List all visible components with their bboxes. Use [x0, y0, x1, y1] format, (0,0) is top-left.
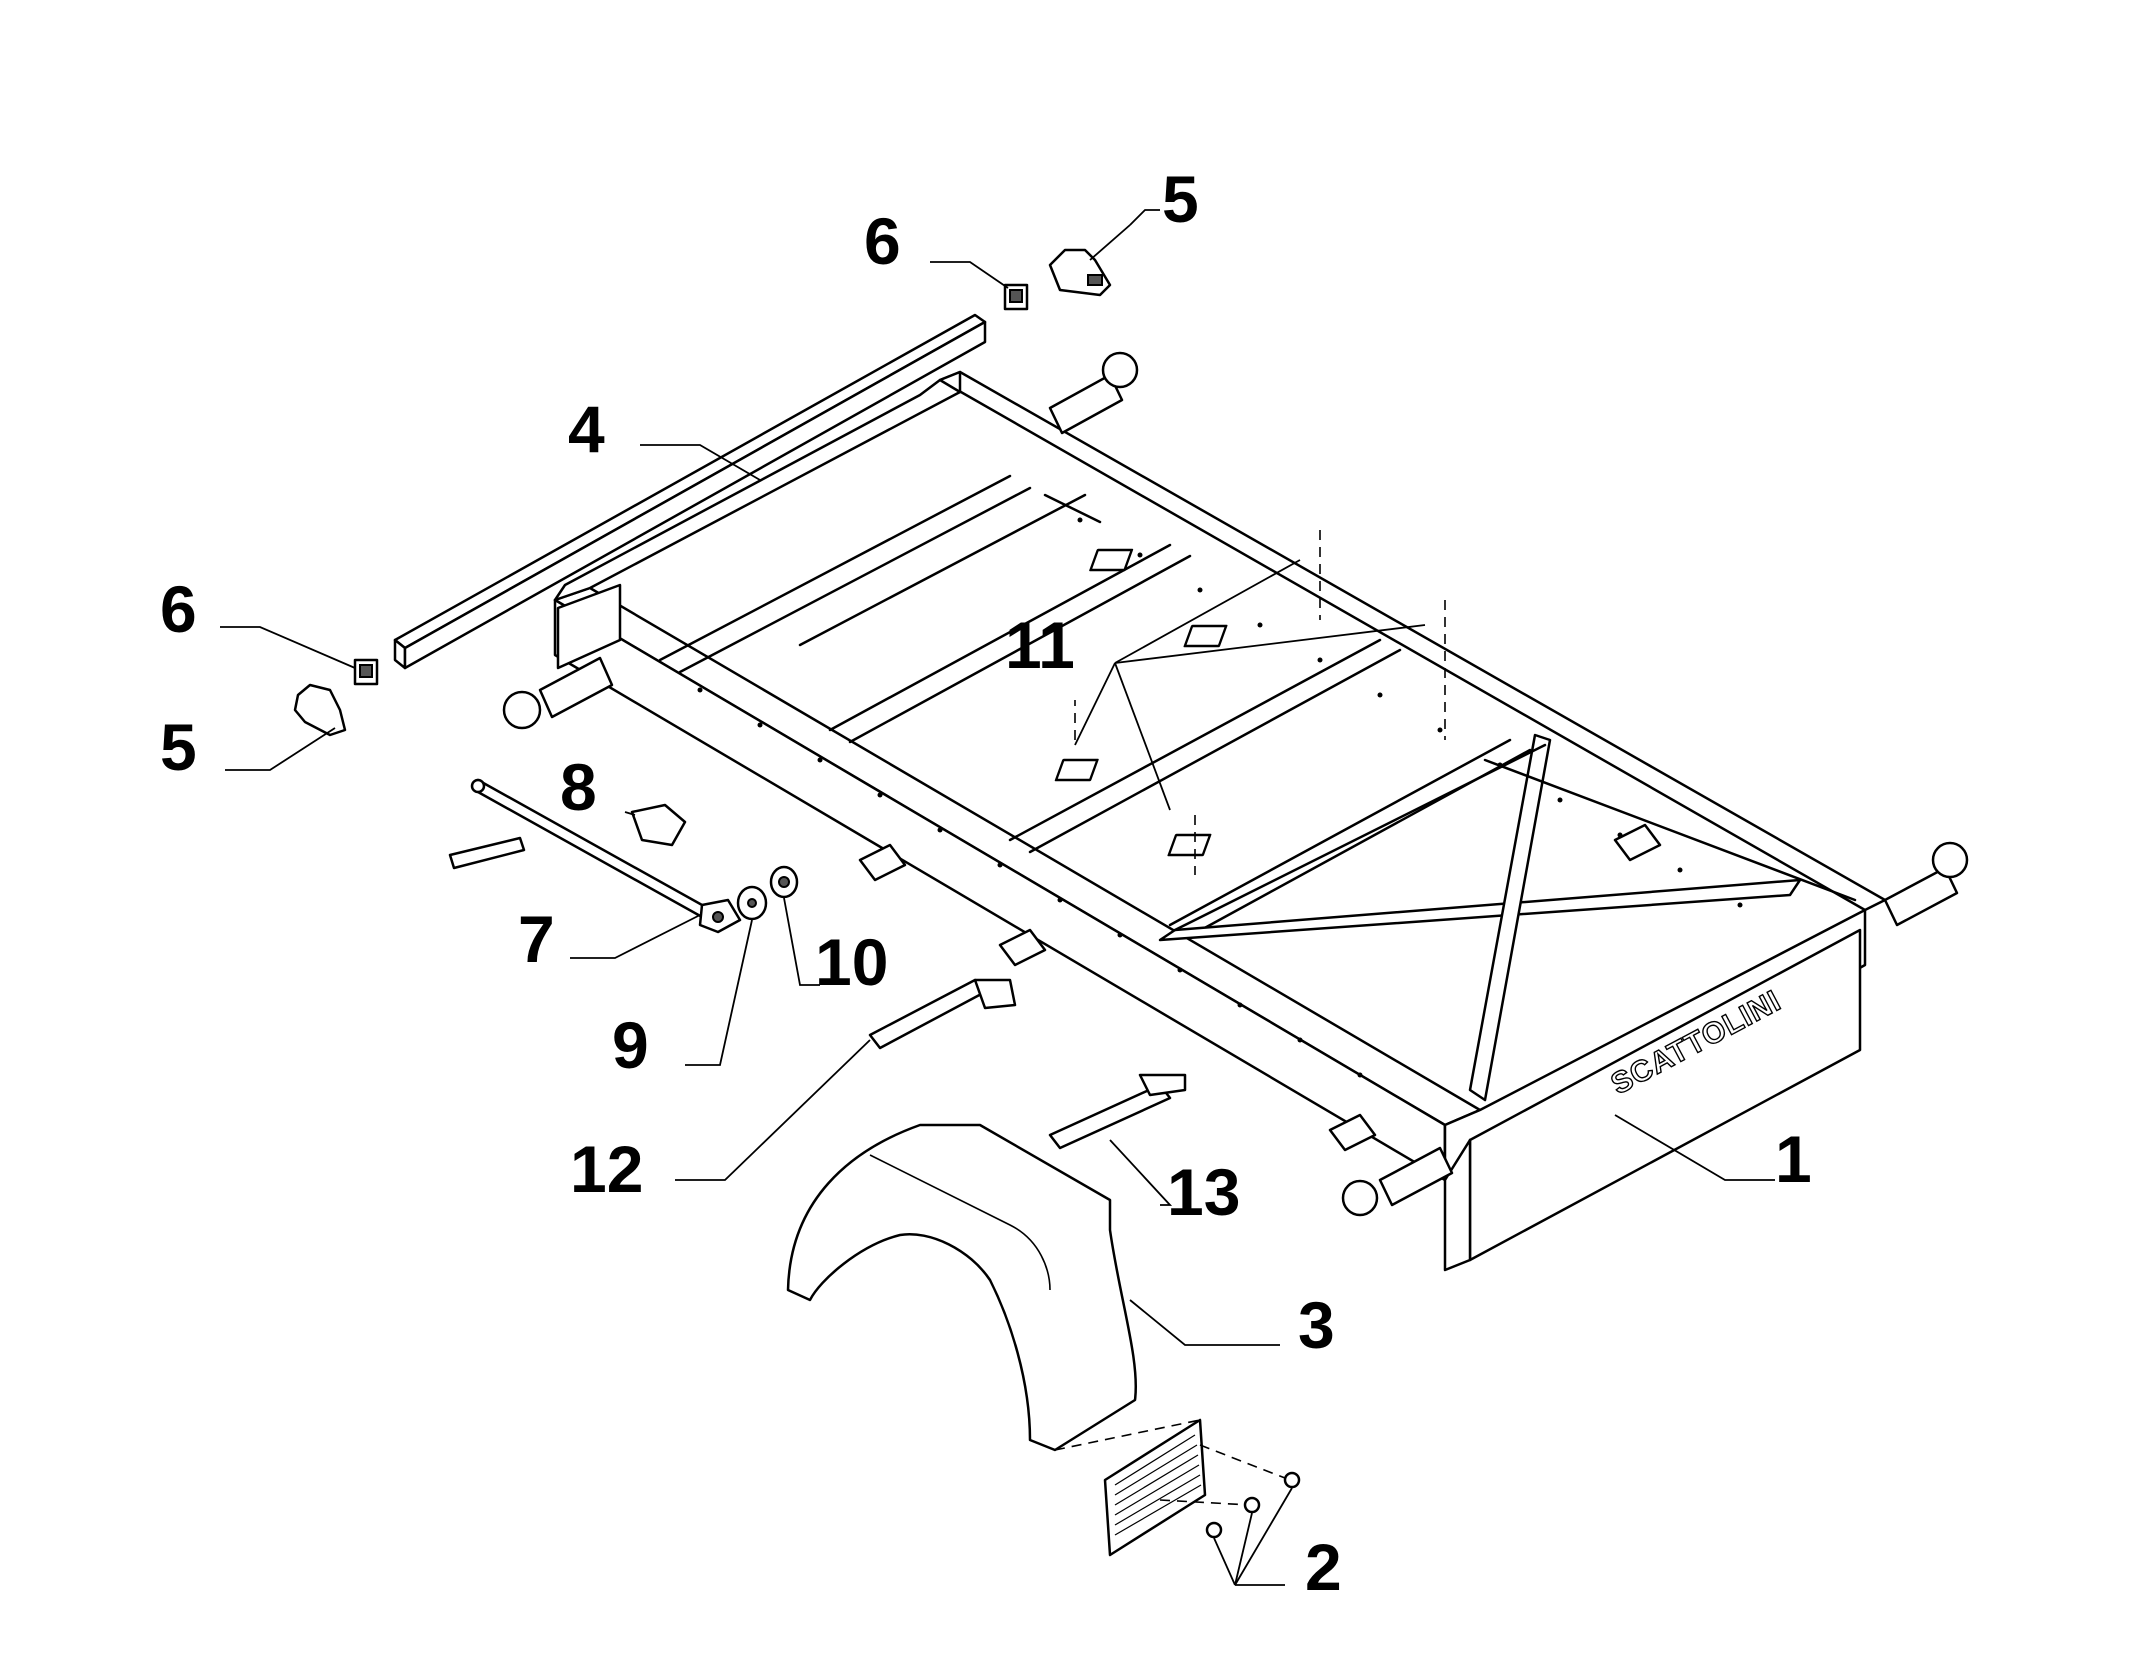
- callout-3: 3: [1298, 1288, 1335, 1362]
- side-rail: [393, 313, 987, 670]
- chassis-frame: SCATTOLINI: [502, 351, 1969, 1272]
- axle-stub-front: [1341, 1146, 1454, 1217]
- bracket-8: [630, 803, 687, 847]
- callout-5-top: 5: [1162, 162, 1199, 236]
- callout-12: 12: [570, 1132, 643, 1206]
- callout-10: 10: [815, 925, 888, 999]
- support-arm-13: [1048, 1073, 1187, 1150]
- callout-labels: 1 2 3 4 5 5 6 6 7 8 9 10 11 12 13: [160, 162, 1812, 1604]
- clip-left: [353, 658, 379, 686]
- nut-10: [769, 865, 799, 899]
- clip-top: [1003, 283, 1029, 311]
- tow-bar: [448, 778, 742, 934]
- mudguard: [786, 1123, 1137, 1452]
- leader-lines: [220, 209, 1775, 1586]
- callout-9: 9: [612, 1008, 649, 1082]
- callout-4: 4: [568, 392, 605, 466]
- callout-8: 8: [560, 750, 597, 824]
- callout-13: 13: [1167, 1155, 1240, 1229]
- pads-11: [1054, 530, 1446, 875]
- axle-stub-left: [502, 656, 614, 730]
- callout-1: 1: [1775, 1122, 1812, 1196]
- callout-6-left: 6: [160, 572, 197, 646]
- end-cap-left: [293, 683, 347, 737]
- callout-11: 11: [1005, 608, 1075, 682]
- axle-stub-right: [1883, 841, 1969, 927]
- callout-5-left: 5: [160, 710, 197, 784]
- callout-2: 2: [1305, 1530, 1342, 1604]
- end-cap-top: [1048, 248, 1112, 297]
- axle-stub-rear: [1048, 351, 1139, 435]
- support-arm-12: [868, 978, 1017, 1050]
- washer-9: [736, 885, 768, 921]
- callout-7: 7: [518, 902, 555, 976]
- reflector: [1054, 1418, 1291, 1557]
- screws: [1205, 1471, 1301, 1539]
- callout-6-top: 6: [864, 204, 901, 278]
